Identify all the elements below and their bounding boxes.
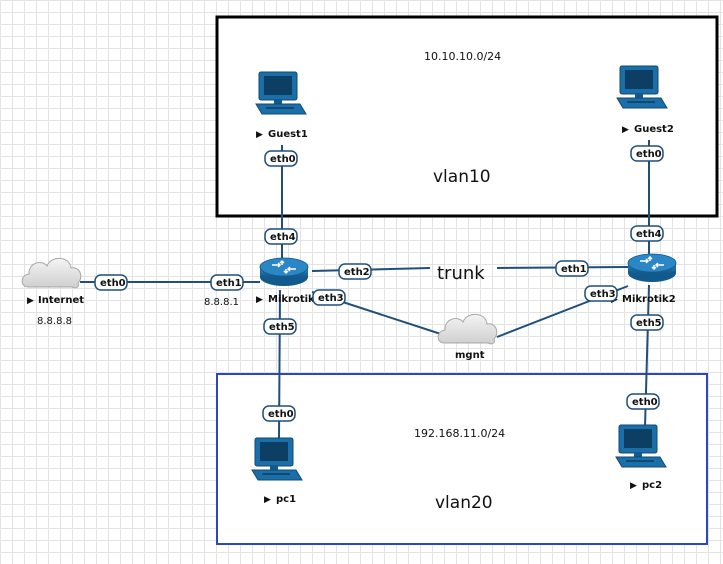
trunk-label: trunk xyxy=(437,263,485,284)
svg-text:eth1: eth1 xyxy=(561,264,587,275)
guest2-label: Guest2 xyxy=(634,124,674,135)
pc2-play-icon: ▶ xyxy=(630,481,637,491)
pc2-label: pc2 xyxy=(642,480,662,491)
vlan10-label: vlan10 xyxy=(433,167,491,187)
vlan10-subnet: 10.10.10.0/24 xyxy=(424,50,501,63)
guest2-play-icon: ▶ xyxy=(622,125,629,135)
mikrotik2-router-icon[interactable] xyxy=(627,253,677,283)
iface-badge-mikrotik1-eth3: eth3 xyxy=(312,289,346,306)
vlan10-zone xyxy=(215,15,719,218)
mgnt-cloud-icon[interactable] xyxy=(437,313,498,345)
svg-text:eth0: eth0 xyxy=(100,278,126,289)
svg-text:eth4: eth4 xyxy=(270,232,296,243)
svg-text:eth0: eth0 xyxy=(632,397,658,408)
internet-cloud-icon[interactable] xyxy=(21,257,82,289)
svg-text:eth3: eth3 xyxy=(318,293,344,304)
iface-badge-mikrotik1-eth1: eth1 xyxy=(210,274,244,291)
svg-text:eth0: eth0 xyxy=(268,409,294,420)
iface-badge-mikrotik2-eth1: eth1 xyxy=(555,260,589,277)
internet-label: Internet xyxy=(38,295,84,306)
iface-badge-pc1-eth0: eth0 xyxy=(262,405,296,422)
iface-badge-mikrotik2-eth4: eth4 xyxy=(630,225,664,242)
iface-badge-internet-eth0: eth0 xyxy=(94,274,128,291)
internet-play-icon: ▶ xyxy=(27,296,34,306)
mikrotik1-router-icon[interactable] xyxy=(259,257,309,287)
mgnt-label: mgnt xyxy=(455,350,485,361)
internet-ip: 8.8.8.8 xyxy=(37,316,72,327)
iface-badge-pc2-eth0: eth0 xyxy=(626,393,660,410)
svg-text:eth0: eth0 xyxy=(636,149,662,160)
svg-text:eth0: eth0 xyxy=(270,154,296,165)
svg-text:eth5: eth5 xyxy=(636,318,662,329)
iface-badge-mikrotik1-eth4: eth4 xyxy=(264,228,298,245)
guest1-label: Guest1 xyxy=(268,129,308,140)
mikrotik2-label: Mikrotik2 xyxy=(622,294,676,305)
iface-badge-mikrotik2-eth3: eth3 xyxy=(584,285,618,302)
vlan20-label: vlan20 xyxy=(435,493,493,513)
guest1-play-icon: ▶ xyxy=(256,130,263,140)
svg-text:eth1: eth1 xyxy=(216,278,242,289)
iface-badge-mikrotik2-eth5: eth5 xyxy=(630,314,664,331)
svg-text:eth5: eth5 xyxy=(269,322,295,333)
svg-text:eth2: eth2 xyxy=(344,267,370,278)
mikrotik1-label: Mikrotik xyxy=(268,294,315,305)
mikrotik1-ip: 8.8.8.1 xyxy=(204,297,239,308)
iface-badge-mikrotik1-eth5: eth5 xyxy=(263,318,297,335)
iface-badge-guest1-eth0: eth0 xyxy=(264,150,298,167)
iface-badge-mikrotik1-eth2: eth2 xyxy=(338,263,372,280)
iface-badge-guest2-eth0: eth0 xyxy=(630,145,664,162)
interface-badges: eth0 eth1 eth2 eth3 eth4 eth5 eth1 eth3 xyxy=(94,145,664,422)
svg-text:eth3: eth3 xyxy=(590,289,616,300)
vlan20-subnet: 192.168.11.0/24 xyxy=(414,427,505,440)
svg-text:eth4: eth4 xyxy=(636,229,662,240)
pc1-label: pc1 xyxy=(276,494,296,505)
pc1-play-icon: ▶ xyxy=(264,495,271,505)
mikrotik1-play-icon: ▶ xyxy=(256,295,263,305)
